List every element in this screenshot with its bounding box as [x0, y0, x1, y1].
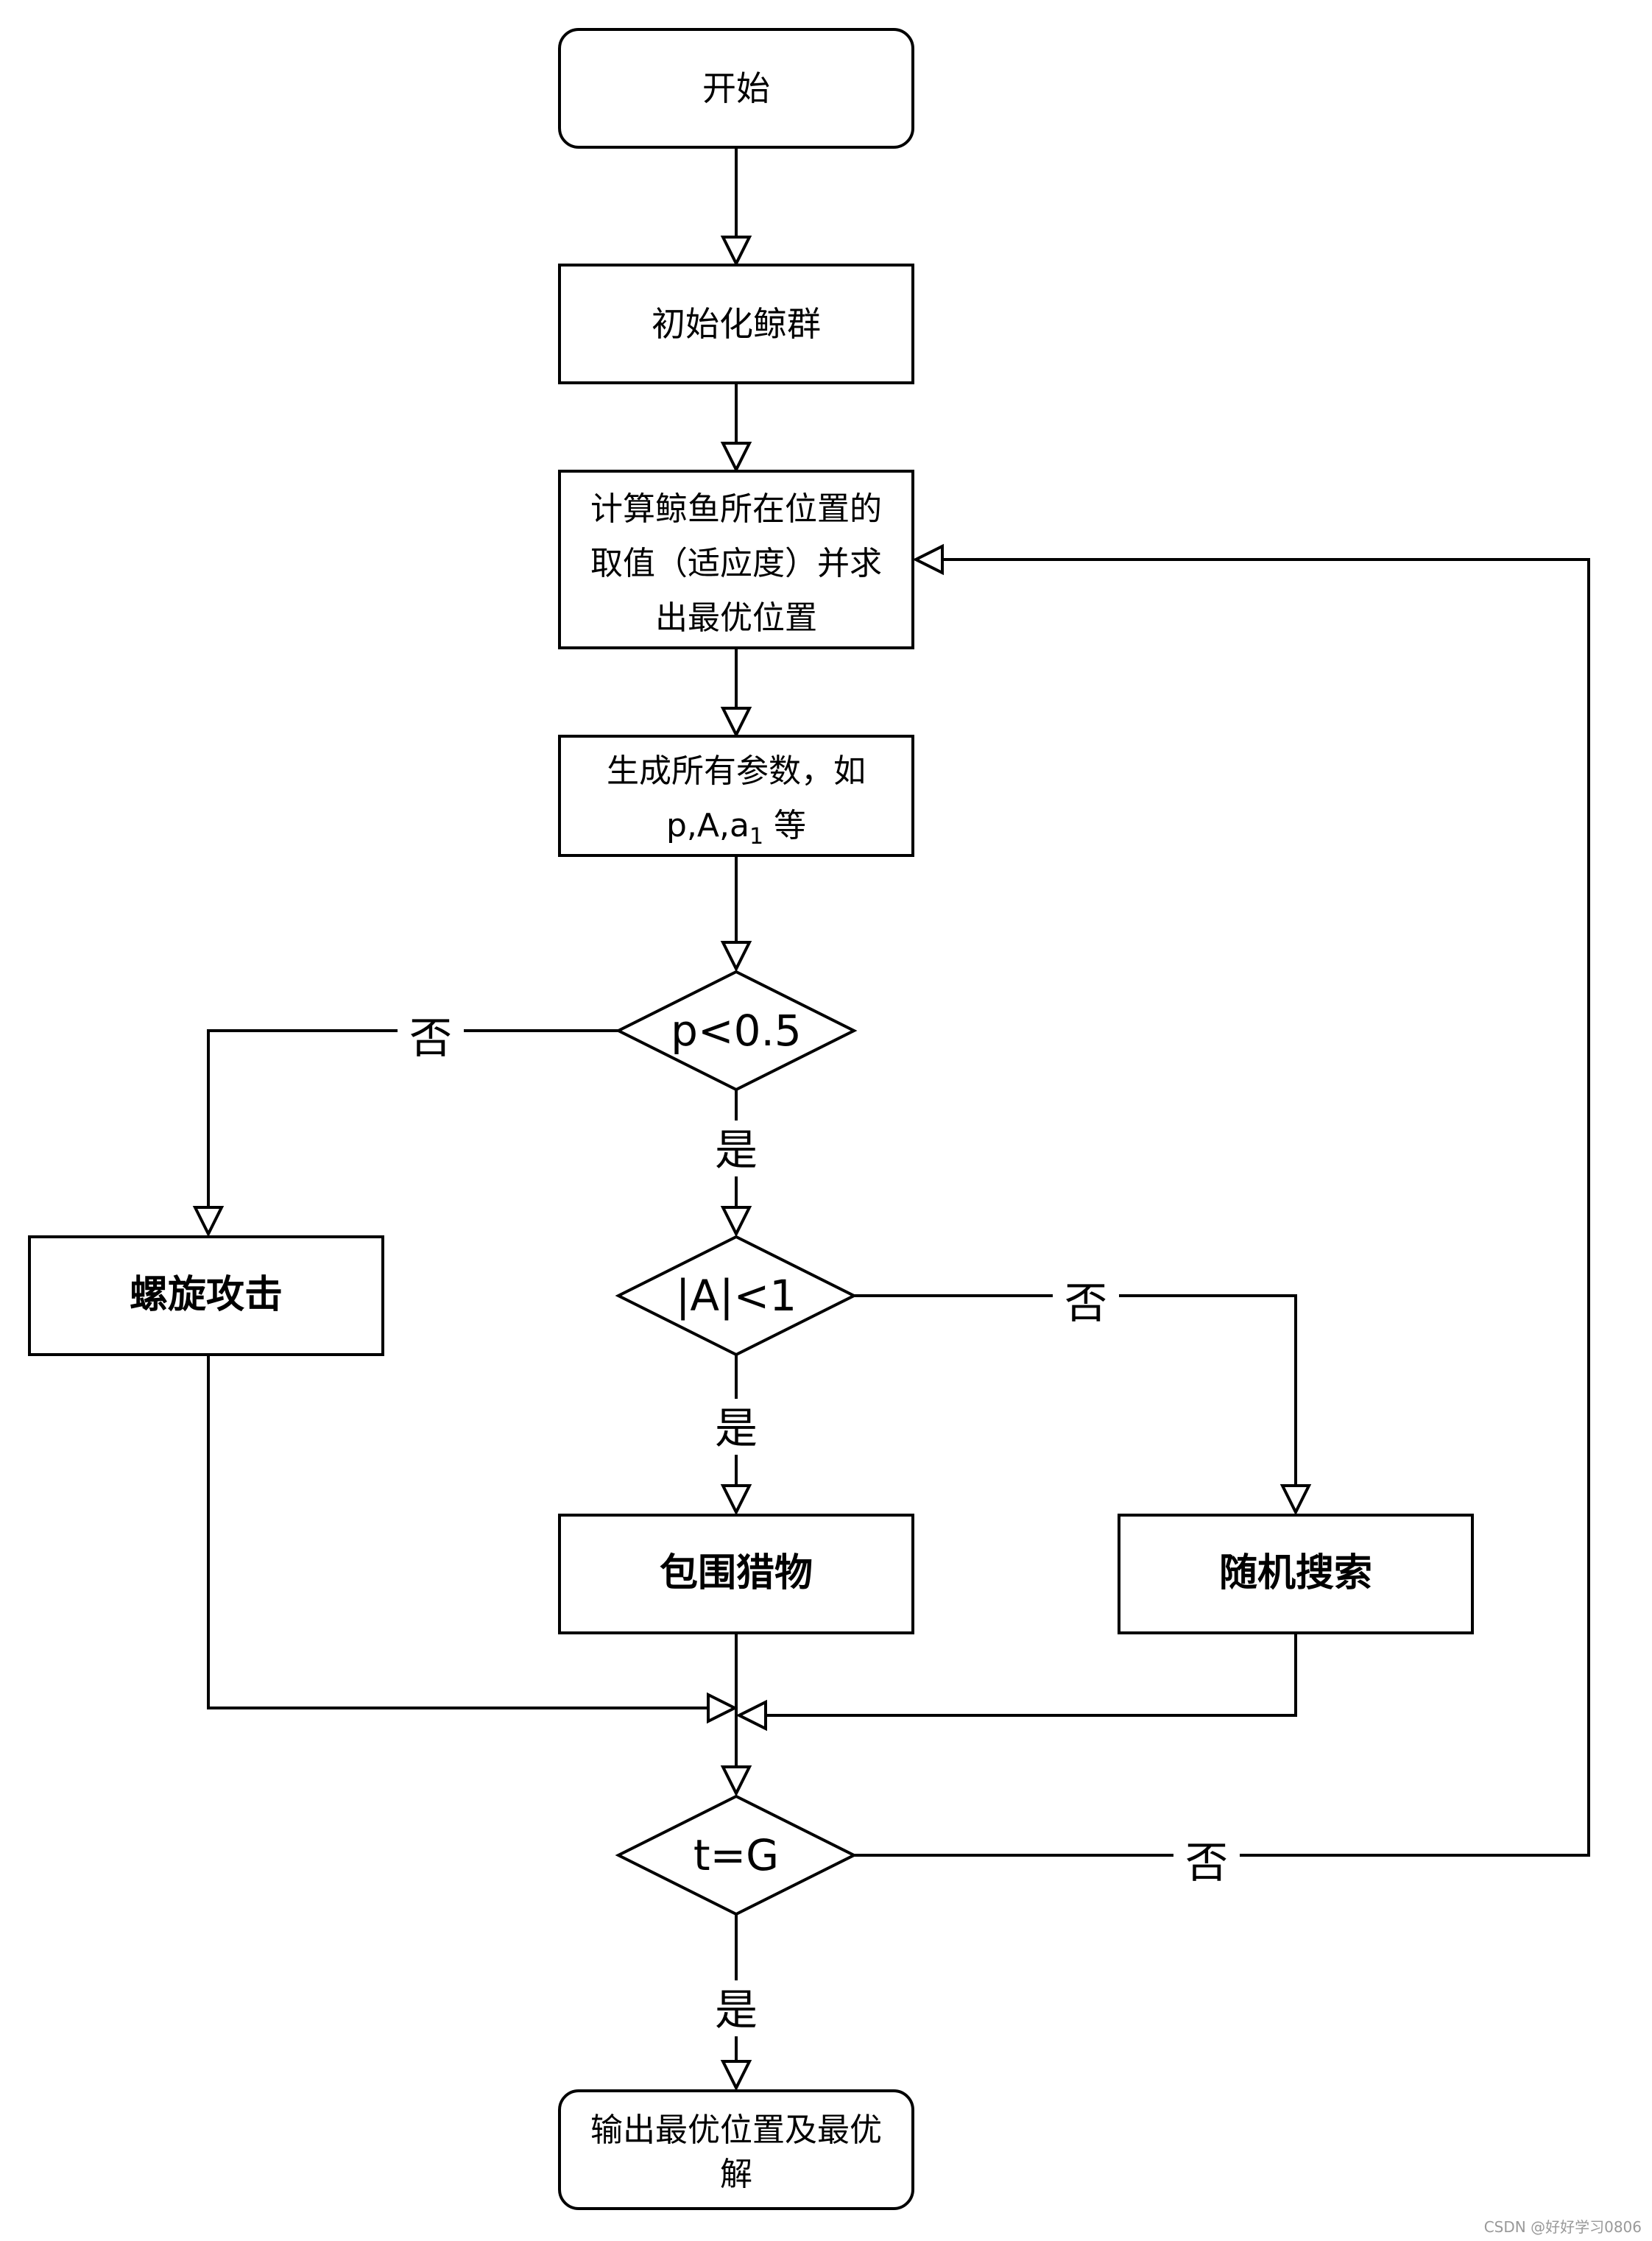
edge-spiral-merge	[207, 1355, 708, 1709]
arrowhead-compute	[720, 442, 752, 473]
node-compute: 计算鲸鱼所在位置的 取值（适应度）并求 出最优位置	[558, 470, 914, 649]
arrowhead-random	[1279, 1484, 1312, 1516]
node-compute-line1: 计算鲸鱼所在位置的	[590, 490, 882, 528]
node-random: 随机搜索	[1118, 1514, 1474, 1634]
params-suffix: 等	[763, 807, 806, 844]
params-subscript: 1	[749, 824, 763, 850]
edge-A-no	[854, 1294, 1297, 1486]
node-params-line2: p,A,a1 等	[666, 807, 806, 850]
node-init-label: 初始化鲸群	[652, 304, 821, 344]
arrowhead-spiral	[192, 1206, 225, 1238]
arrowhead-output	[720, 2060, 752, 2092]
label-A-yes: 是	[715, 1403, 758, 1453]
watermark: CSDN @好好学习0806	[1484, 2218, 1642, 2236]
label-t-yes: 是	[715, 1985, 758, 2035]
label-p-no: 否	[409, 1013, 452, 1063]
label-t-no: 否	[1185, 1838, 1228, 1888]
node-params-line1: 生成所有参数，如	[607, 752, 866, 790]
decision-t-label: t=G	[693, 1830, 779, 1880]
node-spiral-label: 螺旋攻击	[130, 1273, 283, 1317]
decision-t: t=G	[615, 1794, 858, 1916]
node-start-label: 开始	[702, 68, 770, 108]
node-compute-line3: 出最优位置	[655, 599, 817, 637]
node-encircle: 包围猎物	[558, 1514, 914, 1634]
arrowhead-decision-p	[720, 941, 752, 973]
node-output-line2: 解	[720, 2156, 752, 2193]
label-p-yes: 是	[715, 1125, 758, 1175]
node-params: 生成所有参数，如 p,A,a1 等	[558, 735, 914, 857]
edge-labels: 否 是 否 是 否 是	[398, 1010, 1240, 2036]
node-spiral: 螺旋攻击	[28, 1235, 384, 1356]
decision-p: p<0.5	[615, 970, 858, 1092]
node-start: 开始	[558, 28, 914, 149]
decision-p-label: p<0.5	[671, 1006, 802, 1056]
params-prefix: p,A,a	[666, 807, 749, 844]
node-compute-line2: 取值（适应度）并求	[590, 545, 882, 582]
connectors	[207, 147, 1590, 2061]
label-A-no: 否	[1065, 1278, 1107, 1328]
arrowhead-decision-A	[720, 1206, 752, 1238]
arrowhead-decision-t	[720, 1765, 752, 1797]
arrowhead-init	[720, 236, 752, 267]
edge-p-no	[207, 1029, 618, 1207]
arrowheads	[192, 236, 1312, 2092]
arrowhead-encircle	[720, 1484, 752, 1516]
decision-A-label: |A|<1	[676, 1271, 797, 1321]
arrowhead-loop	[912, 543, 944, 576]
node-random-label: 随机搜索	[1219, 1551, 1372, 1595]
arrowhead-merge-left	[707, 1692, 738, 1724]
node-output: 输出最优位置及最优 解	[558, 2089, 914, 2210]
node-output-line1: 输出最优位置及最优	[590, 2111, 882, 2149]
arrowhead-merge-right	[735, 1699, 767, 1732]
node-encircle-label: 包围猎物	[660, 1551, 813, 1595]
decision-A: |A|<1	[615, 1235, 858, 1357]
node-init: 初始化鲸群	[558, 264, 914, 384]
arrowhead-params	[720, 707, 752, 738]
edge-random-merge	[766, 1633, 1297, 1717]
edge-t-no	[854, 558, 1590, 1857]
